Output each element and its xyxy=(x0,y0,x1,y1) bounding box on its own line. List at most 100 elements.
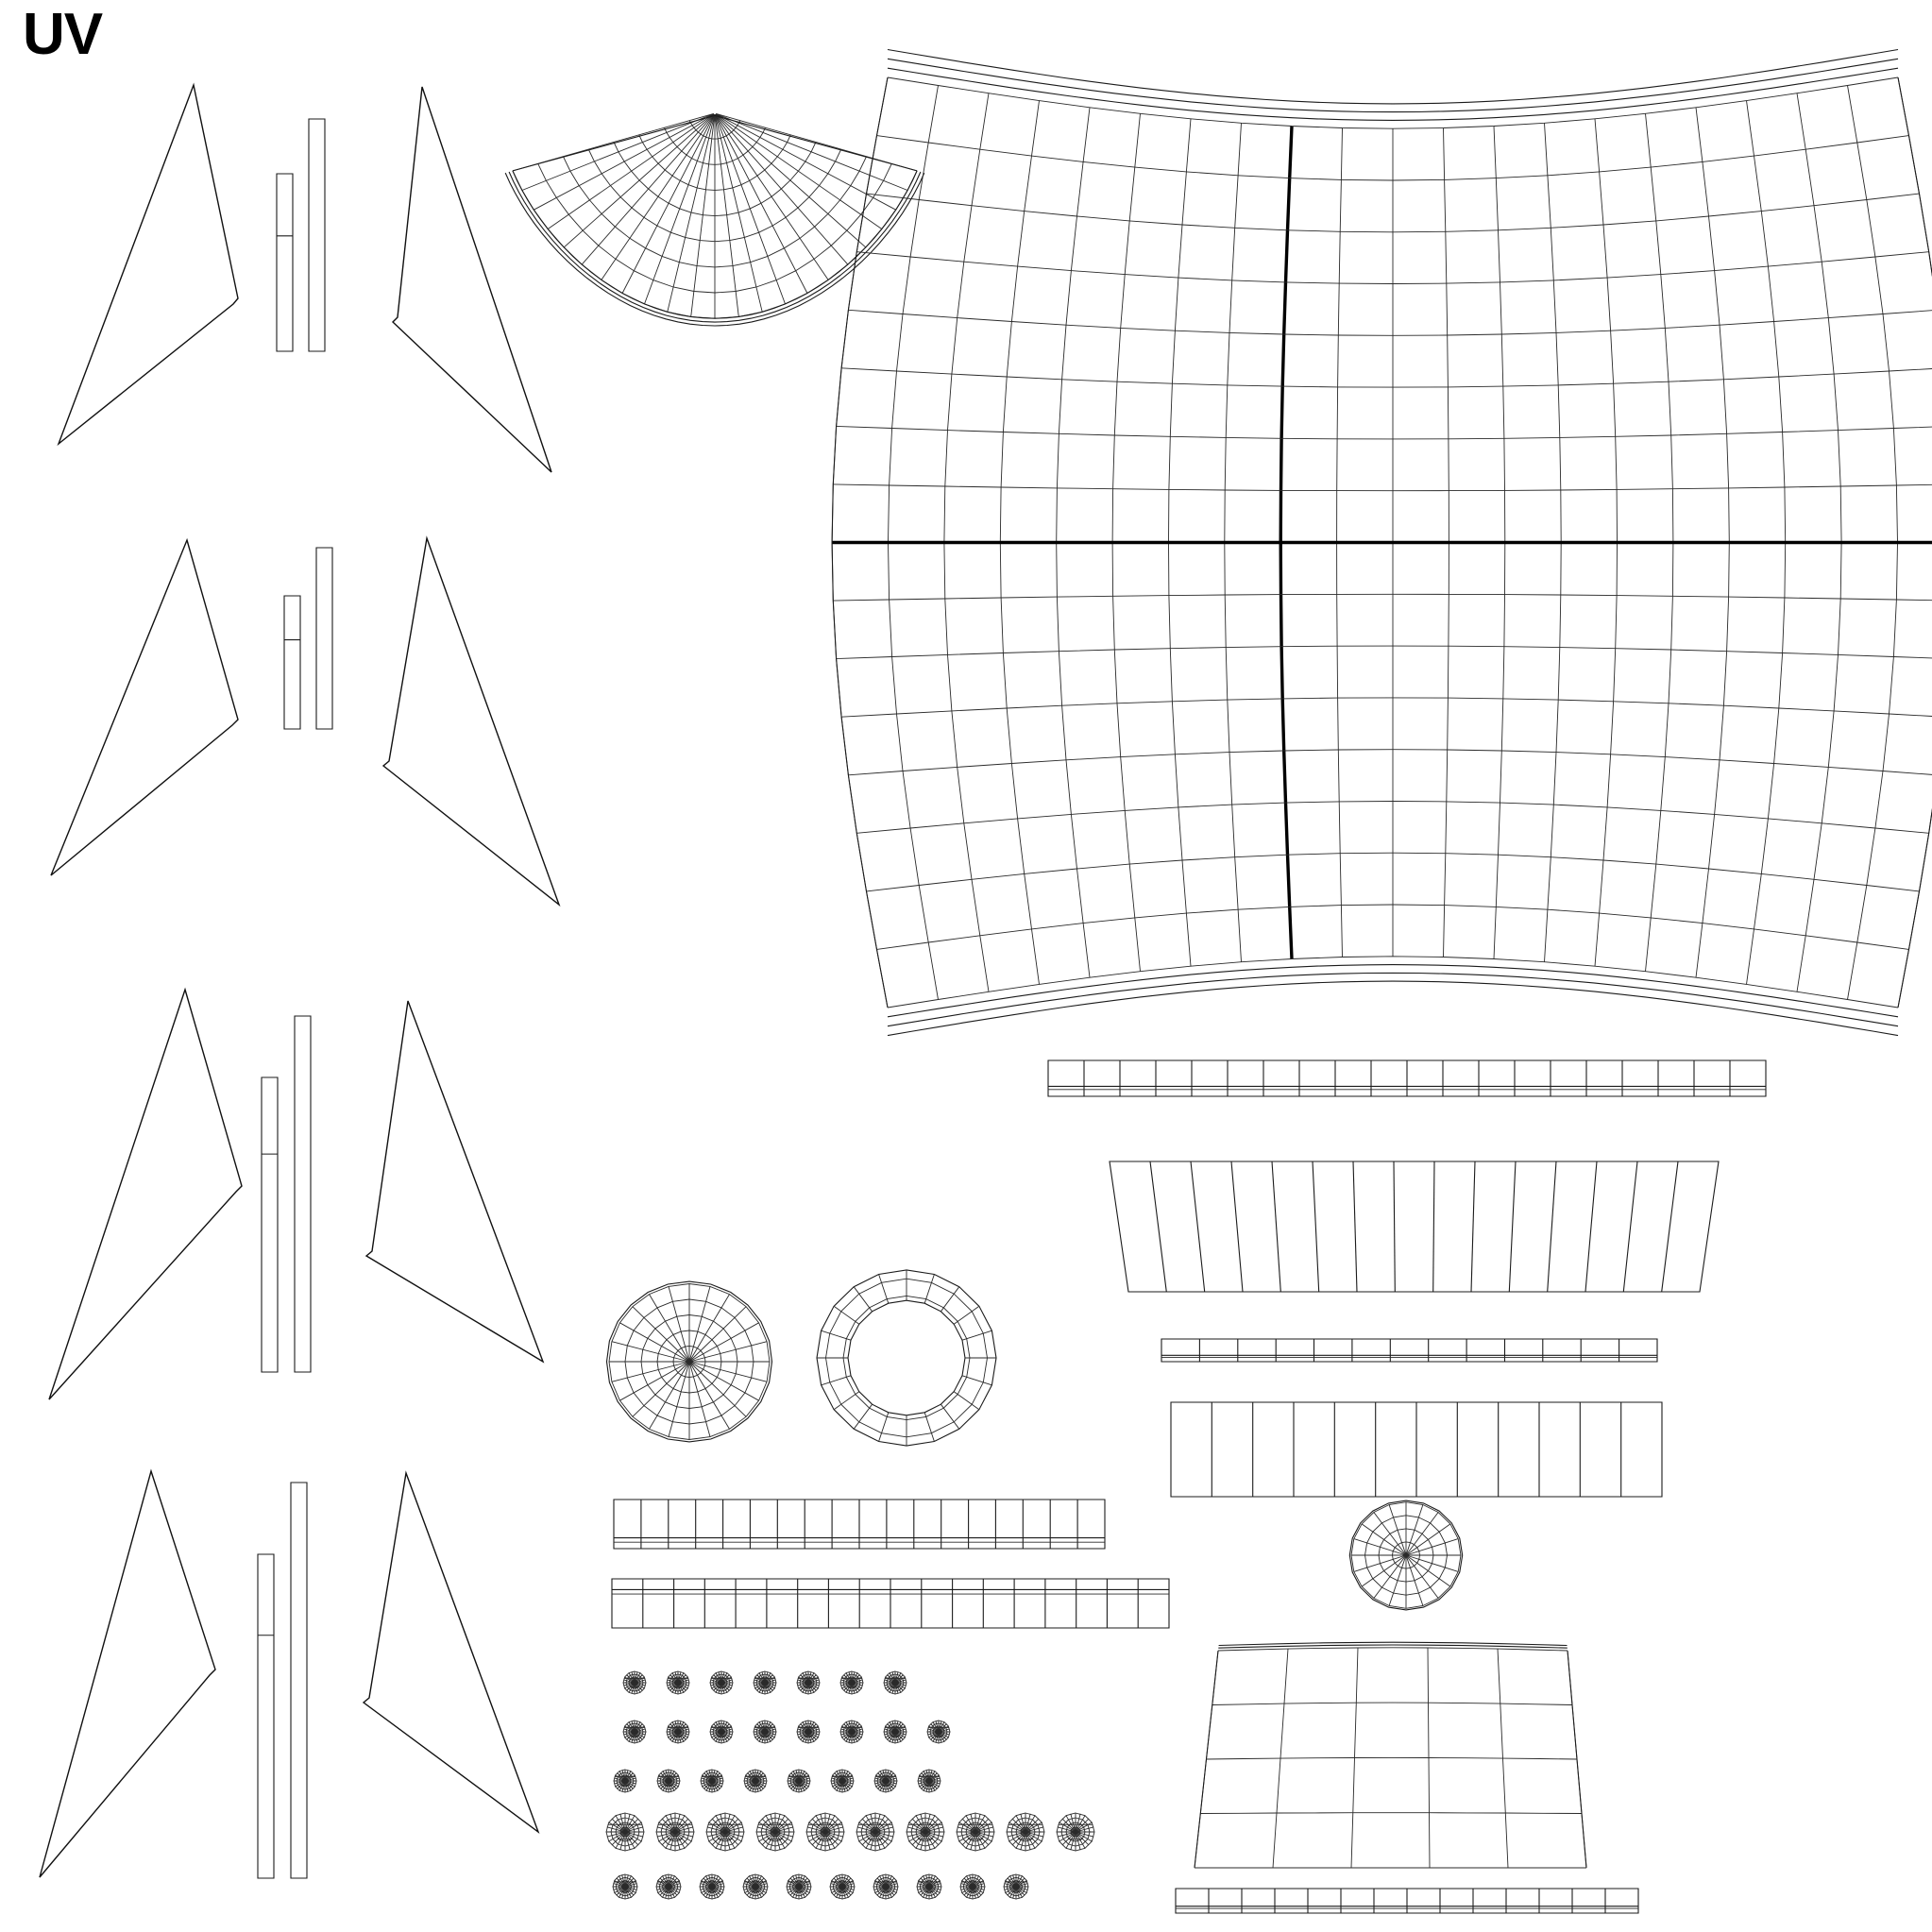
hull-rim-bottom xyxy=(888,965,1898,1017)
ring-collar xyxy=(817,1270,996,1446)
rivet-sphere xyxy=(883,1720,907,1744)
hull-grid-horizontal xyxy=(836,645,1932,660)
rivet-sphere xyxy=(1003,1873,1029,1900)
strip-2-1 xyxy=(284,596,300,729)
strip-1-1 xyxy=(277,174,293,351)
skirt-band-divider xyxy=(1231,1161,1243,1292)
skirt-band-divider xyxy=(1313,1161,1319,1292)
rivet-sphere xyxy=(796,1670,821,1695)
hull-grid-horizontal xyxy=(833,483,1932,492)
cap-disc-large-spoke xyxy=(688,1341,768,1363)
hull-grid-horizontal xyxy=(841,367,1932,388)
ring-collar-spoke xyxy=(821,1375,852,1386)
hull-grid-horizontal xyxy=(848,749,1932,776)
skirt-band-divider xyxy=(1353,1161,1357,1292)
rivet-sphere xyxy=(655,1812,695,1852)
rivet-sphere xyxy=(699,1873,725,1900)
rivet-sphere xyxy=(906,1812,945,1852)
cap-disc-large-spoke xyxy=(668,1361,690,1437)
skirt-band-divider xyxy=(1191,1161,1205,1292)
hull-main-panel-island xyxy=(832,50,1932,1036)
fan-ring xyxy=(613,142,817,217)
fan-spoke xyxy=(534,113,715,211)
fan-shell-island xyxy=(505,112,924,326)
cap-disc-large-outline xyxy=(607,1281,772,1442)
rivet-row-5 xyxy=(612,1873,1029,1900)
ring-collar-spoke xyxy=(961,1330,992,1341)
hull-edge-right xyxy=(1898,77,1932,1008)
cowl-grid-horizontal xyxy=(1217,1647,1568,1652)
cap-disc-large-spoke xyxy=(619,1322,690,1363)
rivet-row-2 xyxy=(622,1720,951,1744)
cap-disc-small-outline xyxy=(1349,1500,1462,1610)
cap-disc-large-spoke xyxy=(688,1361,768,1382)
fan-spoke xyxy=(547,113,715,229)
cap-disc-small-spoke xyxy=(1405,1554,1424,1606)
strip-4-2 xyxy=(291,1483,307,1878)
fan-spoke xyxy=(690,114,716,317)
fan-spoke xyxy=(714,114,763,313)
rivet-sphere xyxy=(709,1670,734,1695)
cowl-grid-horizontal xyxy=(1212,1702,1573,1705)
cap-disc-small-spoke xyxy=(1361,1554,1407,1587)
rivet-sphere xyxy=(873,1769,898,1793)
hull-grid-horizontal xyxy=(833,593,1932,602)
rivet-row-4 xyxy=(605,1812,1095,1852)
ring-collar-spoke xyxy=(941,1403,960,1430)
hull-rim-bottom xyxy=(888,981,1898,1036)
skirt-band-divider xyxy=(1623,1161,1637,1292)
cap-disc-large-spoke xyxy=(611,1361,690,1382)
cap-disc-small-spoke xyxy=(1353,1554,1407,1572)
skirt-band-divider xyxy=(1471,1161,1475,1292)
cap-disc-small-spoke xyxy=(1373,1512,1407,1556)
rivet-sphere xyxy=(839,1720,864,1744)
fan-rim xyxy=(513,171,917,318)
rivet-sphere xyxy=(612,1873,638,1900)
ring-collar-spoke xyxy=(924,1412,935,1442)
ring-collar-spoke xyxy=(878,1412,890,1442)
ring-collar-spoke xyxy=(953,1305,980,1325)
cap-disc-large-spoke xyxy=(688,1361,759,1401)
hull-grid-horizontal xyxy=(841,697,1932,718)
blade-3-left xyxy=(48,987,243,1400)
fan-ring xyxy=(537,163,892,294)
cap-disc-large-spoke xyxy=(688,1361,730,1430)
fan-spoke xyxy=(715,113,849,265)
fan-spoke xyxy=(714,114,739,317)
cap-disc-small-spoke xyxy=(1373,1554,1407,1599)
rivet-sphere xyxy=(786,1873,812,1900)
cap-disc-large xyxy=(607,1281,772,1442)
fan-rim xyxy=(509,172,921,322)
hull-rim-bottom xyxy=(888,973,1898,1025)
fan-spoke xyxy=(715,113,896,211)
cowl-panel-island xyxy=(1195,1642,1586,1869)
skirt-band-divider xyxy=(1433,1161,1434,1292)
ring-collar-spoke xyxy=(941,1286,960,1313)
hull-grid-horizontal xyxy=(836,425,1932,440)
cap-disc-large-spoke xyxy=(619,1361,690,1401)
fan-ring xyxy=(664,127,766,165)
fan-spoke xyxy=(715,113,829,280)
rail-strip-lower xyxy=(612,1579,1169,1628)
band-islands-group xyxy=(612,1060,1766,1913)
rivet-sphere xyxy=(829,1873,856,1900)
rivet-sphere xyxy=(1056,1812,1095,1852)
rivet-sphere xyxy=(856,1812,895,1852)
skirt-band-divider xyxy=(1272,1161,1280,1292)
cap-disc-large-spoke xyxy=(688,1361,711,1437)
blade-1-left xyxy=(57,82,239,447)
strip-2-2 xyxy=(316,548,332,729)
cap-disc-small-spoke xyxy=(1405,1504,1424,1556)
cap-disc-large-spoke xyxy=(649,1361,690,1430)
rivet-sphere xyxy=(709,1720,734,1744)
rivet-sphere xyxy=(743,1769,768,1793)
fan-ring xyxy=(587,148,842,243)
skirt-band-divider xyxy=(1394,1161,1395,1292)
hull-grid-horizontal xyxy=(876,135,1909,181)
blade-3-right xyxy=(364,1000,545,1364)
cap-disc-large-spoke xyxy=(688,1322,759,1363)
cap-disc-small-spoke xyxy=(1405,1554,1459,1572)
page-title: UV xyxy=(23,2,103,67)
blade-islands-group xyxy=(39,82,561,1878)
fan-ring xyxy=(562,156,868,268)
